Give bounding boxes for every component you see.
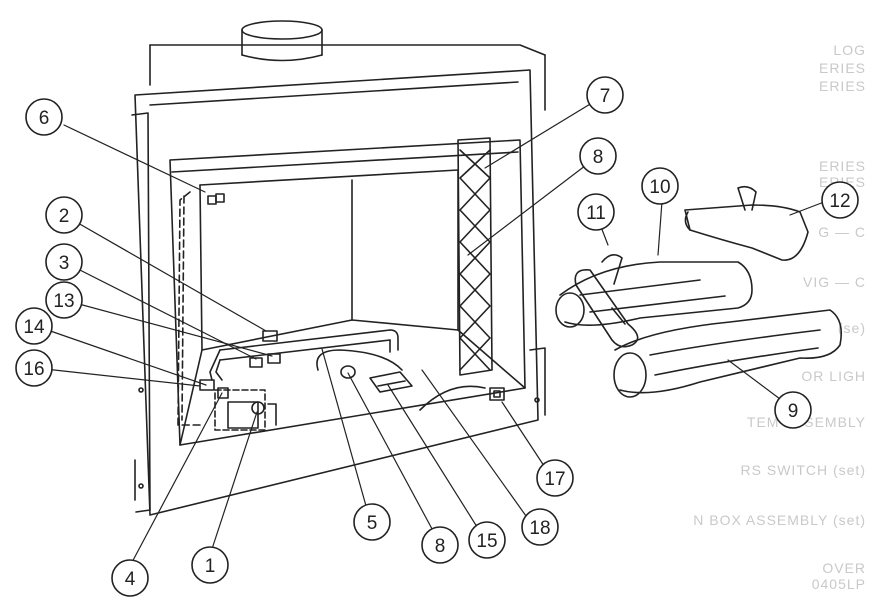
bleed-text-10: RS SWITCH (set) [740, 462, 866, 478]
callout-5: 5 [353, 503, 391, 541]
callout-14-label: 14 [23, 317, 45, 338]
callout-17-label: 17 [544, 469, 565, 490]
callout-15-label: 15 [476, 531, 497, 552]
callout-12-label: 12 [829, 191, 850, 212]
callout-2-label: 2 [59, 206, 70, 227]
bleed-text-8: OR LIGH [801, 368, 866, 384]
callout-8-upper-label: 8 [593, 147, 604, 168]
control-box [199, 379, 277, 431]
callout-18-label: 18 [529, 518, 550, 539]
callouts: 6 2 3 13 14 16 4 1 5 8 15 18 17 7 8 10 1… [15, 76, 859, 597]
bleed-text-5: G — C [818, 224, 866, 240]
callout-10: 10 [641, 167, 679, 205]
callout-17: 17 [536, 459, 574, 497]
callout-3: 3 [45, 243, 83, 281]
callout-1: 1 [191, 546, 229, 584]
callout-3-label: 3 [59, 253, 70, 274]
callout-13-label: 13 [53, 291, 74, 312]
bleed-text-0: LOG [833, 42, 866, 58]
callout-12: 12 [821, 181, 859, 219]
callout-15: 15 [468, 521, 506, 559]
bleed-text-11: N BOX ASSEMBLY (set) [693, 512, 866, 528]
callout-16-label: 16 [23, 359, 44, 380]
callout-8-lower-label: 8 [435, 536, 446, 557]
callout-1-label: 1 [205, 556, 216, 577]
burner-tube [209, 329, 399, 381]
bleed-text-13: 0405LP [811, 576, 866, 592]
callout-9: 9 [774, 391, 812, 429]
bleed-text-1: ERIES [818, 60, 866, 76]
leader-lines [35, 94, 825, 567]
bleed-text-12: OVER [822, 560, 866, 576]
callout-18: 18 [521, 508, 559, 546]
callout-10-label: 10 [649, 177, 670, 198]
callout-6: 6 [25, 98, 63, 136]
callout-9-label: 9 [788, 401, 799, 422]
callout-7-label: 7 [600, 86, 611, 107]
bleed-text-3: ERIES [818, 158, 866, 174]
callout-8-upper: 8 [579, 137, 617, 175]
callout-11-label: 11 [586, 203, 606, 224]
callout-6-label: 6 [39, 108, 50, 129]
callout-4: 4 [111, 559, 149, 597]
callout-11: 11 [577, 193, 615, 231]
grate-tabs [207, 193, 281, 368]
callout-14: 14 [15, 307, 53, 345]
floor-features [316, 349, 505, 411]
refractory-panel [457, 137, 493, 376]
flue-collar [241, 20, 323, 62]
bleed-text-2: ERIES [818, 78, 866, 94]
log-set [555, 185, 843, 398]
callout-16: 16 [15, 349, 53, 387]
callout-2: 2 [45, 196, 83, 234]
callout-8-lower: 8 [421, 526, 459, 564]
callout-4-label: 4 [125, 569, 136, 590]
callout-7: 7 [586, 76, 624, 114]
callout-5-label: 5 [367, 513, 378, 534]
bleed-text-6: VIG — C [802, 274, 866, 290]
callout-13: 13 [45, 281, 83, 319]
bleed-text-7: (se) [837, 320, 866, 336]
